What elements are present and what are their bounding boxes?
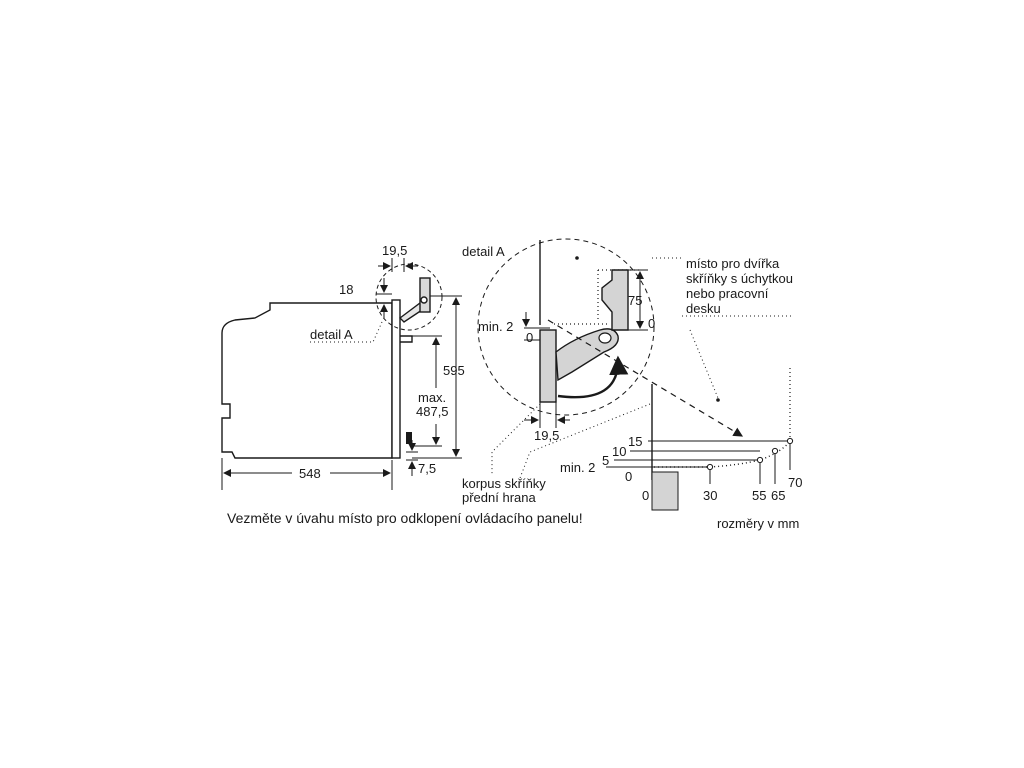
dim-detail-zero-right: 0: [648, 316, 655, 331]
dim-detail-min-label: min. 2: [478, 319, 513, 334]
graph-point-65: [771, 447, 779, 455]
dim-detail-min: [522, 312, 550, 341]
dim-bottom-gap: [406, 440, 418, 476]
door-space-line-3: nebo pracovní: [686, 286, 769, 301]
dim-detail-zero-left: 0: [526, 330, 533, 345]
detail-a-circle: [477, 238, 655, 416]
detail-a-leader: [372, 321, 383, 343]
dim-top-gap-label: 18: [339, 282, 353, 297]
hinge-plate: [419, 277, 431, 313]
dim-detail-offset: [524, 402, 570, 428]
graph-xtick-70-label: 70: [788, 475, 802, 490]
cabinet-front-line-1: korpus skříňky: [462, 476, 546, 491]
dim-top-gap: [376, 278, 392, 318]
detail-bracket: [601, 269, 629, 331]
swing-graph: 15 10 5 min. 2 0 0 30 55 65 70: [560, 368, 802, 511]
detail-a-small-label: detail A: [310, 327, 353, 342]
graph-xtick-30-label: 30: [703, 488, 717, 503]
dim-panel-offset-label: 19,5: [382, 243, 407, 258]
graph-ytick-10: 10: [612, 444, 626, 459]
oven-body-outline: [221, 302, 393, 459]
graph-ytick-5: 5: [602, 453, 609, 468]
graph-ytick-15: 15: [628, 434, 642, 449]
detail-hinge-knob: [598, 332, 612, 344]
cabinet-front-leader: [491, 403, 541, 476]
dim-max: [410, 335, 442, 447]
units-text: rozměry v mm: [717, 516, 799, 531]
graph-point-30: [706, 463, 714, 471]
dim-detail-75-label: 75: [628, 293, 642, 308]
panel-handle: [400, 335, 413, 343]
dim-panel-offset: [378, 258, 418, 272]
cabinet-front-line-2: přední hrana: [462, 490, 536, 505]
detail-a-title: detail A: [462, 244, 505, 259]
hinge-pin: [420, 296, 428, 304]
door-space-line-2: skříňky s úchytkou: [686, 271, 793, 286]
detail-a-marker: [375, 263, 443, 331]
graph-door-block: [651, 471, 679, 511]
graph-ytick-min2: min. 2: [560, 460, 595, 475]
door-space-leader-3: [689, 329, 719, 399]
oven-side-view: [221, 277, 431, 459]
door-space-leader-dot: [716, 398, 720, 402]
projection-line: [547, 319, 744, 437]
door-space-line-1: místo pro dvířka: [686, 256, 780, 271]
graph-xtick-0-label: 0: [642, 488, 649, 503]
graph-xtick-65-label: 65: [771, 488, 785, 503]
dim-detail-75: [628, 269, 648, 331]
detail-front-panel: [539, 329, 557, 403]
graph-ytick-0: 0: [625, 469, 632, 484]
dim-max-value: 487,5: [416, 404, 449, 419]
dim-depth: [221, 458, 393, 490]
dim-detail-offset-label: 19,5: [534, 428, 559, 443]
graph-point-55: [756, 456, 764, 464]
dim-max-label: max.: [418, 390, 446, 405]
dim-height-label: 595: [443, 363, 465, 378]
swing-arrow: [557, 355, 629, 399]
door-space-line-4: desku: [686, 301, 721, 316]
dim-depth-label: 548: [299, 466, 321, 481]
front-panel: [391, 299, 401, 459]
graph-point-70: [786, 437, 794, 445]
panel-clip: [406, 432, 412, 444]
warning-text: Vezměte v úvahu místo pro odklopení ovlá…: [227, 510, 583, 526]
dim-bottom-gap-label: 7,5: [418, 461, 436, 476]
dim-height: [412, 295, 462, 459]
graph-swing-curve: [654, 440, 791, 468]
door-space-dot: [575, 256, 579, 260]
graph-xtick-55-label: 55: [752, 488, 766, 503]
